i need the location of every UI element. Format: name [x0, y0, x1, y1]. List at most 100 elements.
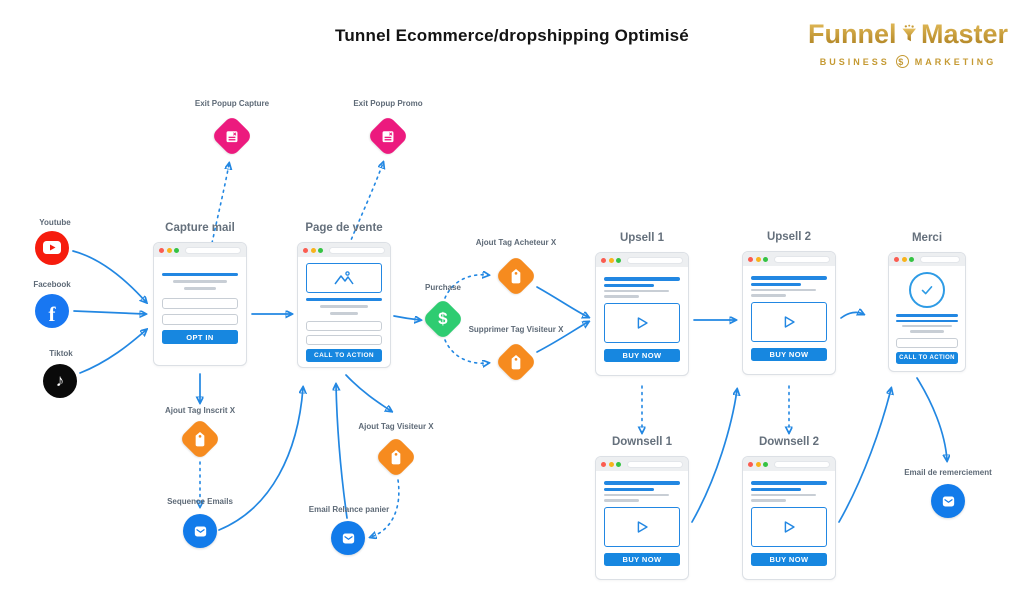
text-line: [604, 499, 639, 502]
ajout-tag-acheteur-node: [494, 254, 538, 298]
exit-popup-capture-label: Exit Popup Capture: [194, 99, 270, 108]
form-field: [896, 337, 958, 348]
opt-in-button: OPT IN: [162, 330, 238, 344]
text-line: [604, 289, 670, 292]
buy-now-button: BUY NOW: [604, 552, 680, 566]
form-field: [306, 335, 382, 345]
url-bar: [773, 255, 830, 263]
tag-icon: [391, 450, 401, 465]
green-dot-icon: [909, 257, 914, 262]
red-dot-icon: [601, 461, 606, 467]
video-placeholder: [604, 506, 680, 547]
yellow-dot-icon: [310, 247, 316, 253]
green-dot-icon: [763, 256, 768, 262]
text-line: [751, 499, 786, 502]
edge-downsell2-merci: [838, 389, 891, 523]
call-to-action-button: CALL TO ACTION: [896, 351, 958, 364]
green-dot-icon: [763, 461, 768, 467]
buy-now-button: BUY NOW: [604, 348, 680, 362]
text-line: [751, 493, 817, 496]
downsell-2-title: Downsell 2: [758, 436, 820, 448]
mountain-image-icon: [334, 271, 354, 285]
dollar-icon: $: [438, 309, 448, 328]
page-title: Tunnel Ecommerce/dropshipping Optimisé: [335, 26, 689, 45]
call-to-action-button: CALL TO ACTION: [306, 349, 382, 362]
email-relance-panier-label: Email Relance panier: [308, 505, 390, 514]
upsell-1-title: Upsell 1: [619, 232, 665, 244]
supprimer-tag-visiteur-node: [494, 340, 538, 384]
capture-mail-title: Capture mail: [165, 222, 235, 234]
text-line: [320, 305, 368, 308]
upsell-1-browser: BUY NOW: [595, 252, 689, 376]
edge-purchase-acheteur: [444, 275, 488, 299]
edge-youtube-capture: [72, 250, 146, 302]
form-field: [162, 298, 238, 309]
downsell-1-title: Downsell 1: [611, 436, 673, 448]
window-downsell-2: Downsell 2 BUY NOW: [742, 436, 836, 580]
browser-titlebar: [743, 457, 835, 471]
browser-titlebar: [298, 243, 390, 257]
text-line: [896, 319, 958, 322]
ajout-tag-inscrit-node: [178, 417, 222, 461]
text-line: [604, 295, 639, 298]
play-icon: [637, 316, 648, 329]
tag-icon: [195, 432, 205, 447]
url-bar: [328, 246, 385, 254]
text-line: [909, 330, 945, 333]
page-de-vente-title: Page de vente: [305, 222, 383, 234]
text-line: [330, 312, 358, 315]
edge-supprimer-upsell1: [536, 322, 588, 353]
browser-titlebar: [596, 253, 688, 267]
text-line: [751, 276, 827, 280]
form-field: [306, 321, 382, 331]
text-line: [604, 283, 655, 287]
window-capture-mail: Capture mail OPT IN: [153, 222, 247, 366]
ajout-tag-visiteur-node: [374, 435, 418, 479]
ajout-tag-visiteur-label: Ajout Tag Visiteur X: [358, 422, 434, 431]
exit-popup-promo-label: Exit Popup Promo: [353, 99, 423, 108]
form-field: [162, 314, 238, 325]
edge-sequence-vente: [218, 388, 303, 531]
text-line: [751, 294, 786, 297]
merci-title: Merci: [911, 232, 943, 244]
yellow-dot-icon: [608, 257, 614, 263]
url-bar: [626, 460, 683, 468]
window-merci: Merci CALL TO ACTION: [888, 232, 966, 372]
ajout-tag-inscrit-label: Ajout Tag Inscrit X: [164, 406, 236, 415]
video-placeholder: [751, 301, 827, 342]
text-line: [604, 481, 680, 485]
logo-word-master: Master: [920, 18, 1008, 49]
facebook-icon: f: [35, 294, 69, 328]
green-dot-icon: [616, 257, 621, 263]
window-downsell-1: Downsell 1 BUY NOW: [595, 436, 689, 580]
coin-icon: $: [895, 55, 909, 68]
logo-sub-business: BUSINESS: [819, 56, 890, 67]
yellow-dot-icon: [901, 257, 907, 262]
popup-icon: [226, 130, 238, 142]
edge-vente-visiteur: [345, 374, 391, 411]
red-dot-icon: [748, 256, 753, 262]
edge-upsell2-merci: [840, 312, 863, 319]
email-icon: [194, 526, 206, 536]
green-dot-icon: [174, 247, 179, 253]
success-check-icon: [909, 272, 945, 308]
edge-relance-vente: [336, 385, 348, 519]
text-line: [751, 288, 817, 291]
red-dot-icon: [601, 257, 606, 263]
edge-vente-purchase: [393, 315, 420, 320]
buy-now-button: BUY NOW: [751, 347, 827, 361]
brand-logo: Funnel Master BUSINESS $ MARKETING: [808, 14, 1008, 68]
edge-visiteur-relance: [371, 479, 400, 537]
red-dot-icon: [159, 247, 164, 253]
green-dot-icon: [318, 247, 323, 253]
edge-vente-exitpromo: [348, 163, 383, 246]
sequence-emails-node: [183, 514, 217, 548]
text-line: [306, 298, 382, 301]
email-de-remerciement-node: [931, 484, 965, 518]
text-line: [604, 277, 680, 281]
edge-downsell1-upsell2: [691, 390, 737, 523]
text-line: [162, 273, 238, 276]
edge-purchase-supprimer: [444, 339, 488, 363]
tiktok-label: Tiktok: [49, 349, 73, 358]
edge-merci-remerciement: [916, 377, 947, 460]
